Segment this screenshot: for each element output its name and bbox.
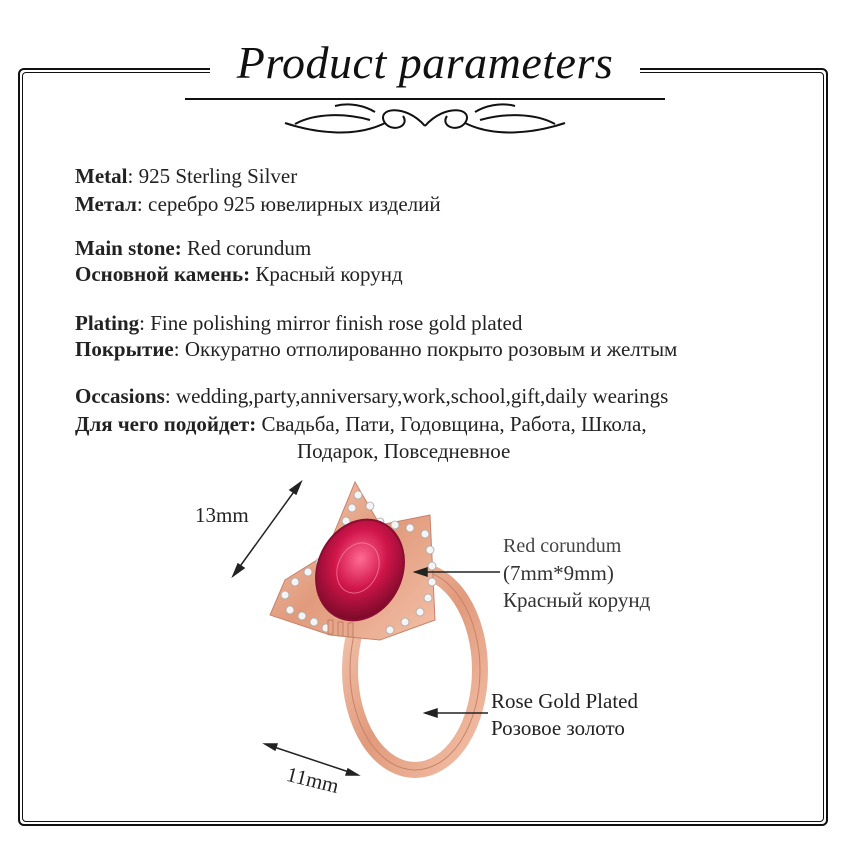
flourish-ornament [284,103,566,134]
param-label: Metal [75,164,128,188]
param-label: Occasions [75,384,165,408]
param-label: Метал [75,192,137,216]
param-value: Красный корунд [250,262,403,286]
stone-callout-size: (7mm*9mm) [503,561,614,585]
stone-callout-name: Red corundum [503,535,622,557]
param-value: : wedding,party,anniversary,work,school,… [164,384,669,408]
param-plating: Plating: Fine polishing mirror finish ro… [75,310,522,336]
gold-callout-name: Rose Gold Plated [491,689,638,713]
dimension-height-label: 13mm [195,503,249,527]
title-backdrop [210,28,640,108]
page-title: Product parameters [236,37,614,88]
param-value: : серебро 925 ювелирных изделий [136,192,441,216]
param-occasions: Occasions: wedding,party,anniversary,wor… [75,383,668,409]
param-stone-ru: Основной камень: Красный корунд [75,261,403,287]
param-label: Plating [75,311,140,335]
param-value: : 925 Sterling Silver [127,164,298,188]
param-label: Для чего подойдет: [75,412,257,436]
title-rule-left [185,98,425,100]
param-occasions-ru-cont: Подарок, Повседневное [297,439,511,463]
param-stone: Main stone: Red corundum [75,235,311,261]
stone-callout-ru: Красный корунд [503,588,651,612]
title-rule-right [425,98,665,100]
param-value: Red corundum [181,236,312,260]
param-occasions-ru: Для чего подойдет: Свадьба, Пати, Годовщ… [75,411,647,437]
param-metal: Metal: 925 Sterling Silver [75,163,297,189]
param-value: : Оккуратно отполированно покрыто розовы… [173,337,678,361]
param-label: Main stone: [75,236,182,260]
stone-callout: Red corundum (7mm*9mm) Красный корунд [503,533,650,614]
param-value: : Fine polishing mirror finish rose gold… [139,311,523,335]
param-metal-ru: Метал: серебро 925 ювелирных изделий [75,191,441,217]
param-value: Свадьба, Пати, Годовщина, Работа, Школа, [256,412,647,436]
param-label: Основной камень: [75,262,251,286]
ring-image [269,480,488,778]
param-plating-ru: Покрытие: Оккуратно отполированно покрыт… [75,336,677,362]
gold-callout-ru: Розовое золото [491,716,625,740]
gold-callout: Rose Gold Plated Розовое золото [491,688,638,742]
param-label: Покрытие [75,337,174,361]
